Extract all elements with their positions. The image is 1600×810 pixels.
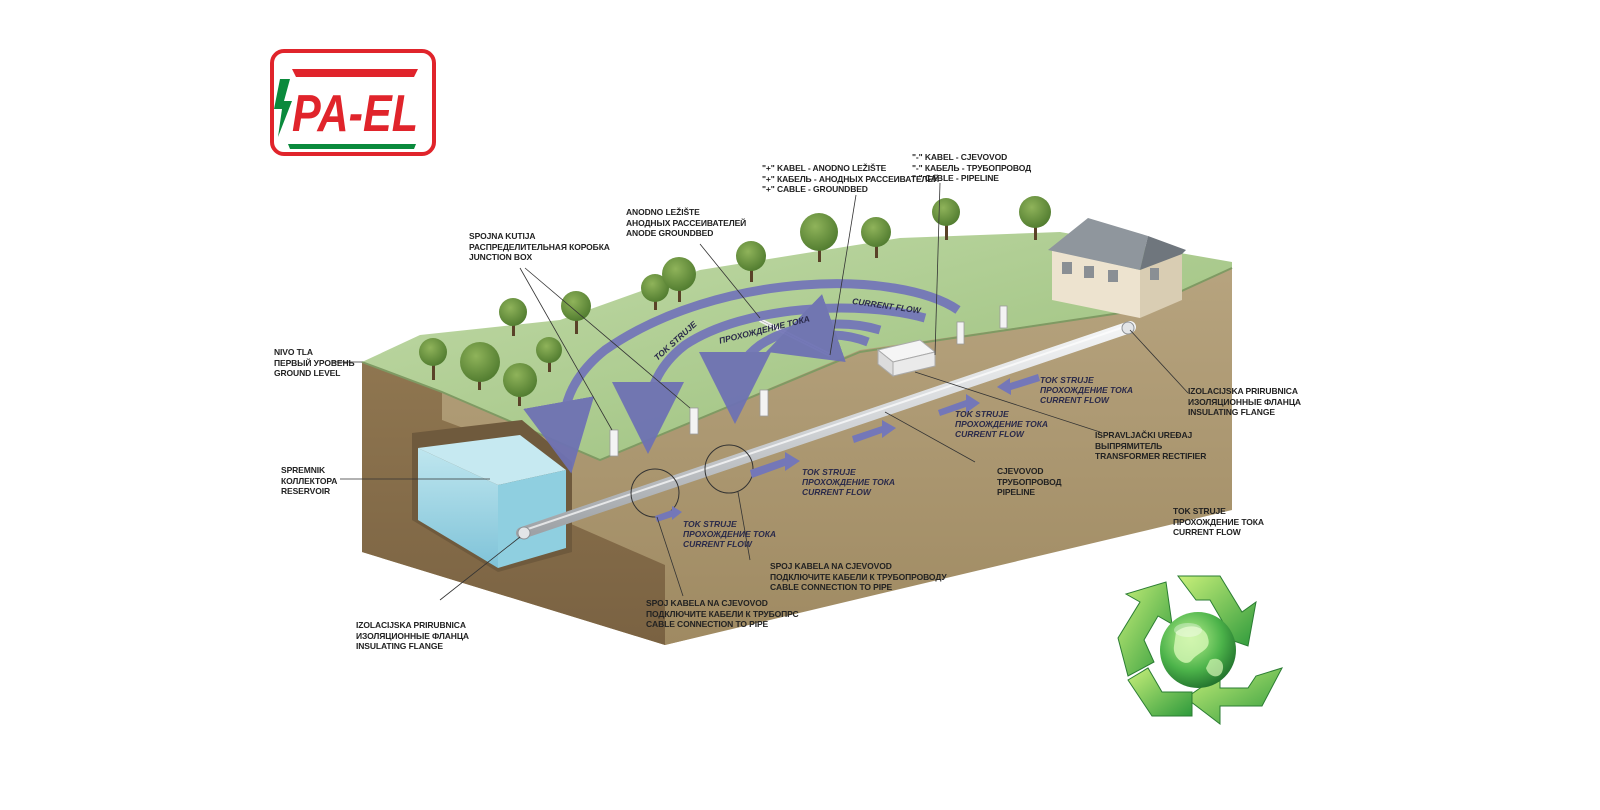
label-plus-cable: "+" KABEL - ANODNO LEŽIŠTE"+" КАБЕЛЬ - А… xyxy=(762,163,939,194)
leader-lines xyxy=(332,182,1189,601)
logo-text: PA-EL xyxy=(292,85,418,143)
pipeline-pipe xyxy=(516,321,1136,539)
pa-el-logo: PA-EL xyxy=(270,49,436,156)
cable-connection-circle-1 xyxy=(630,468,680,518)
insulating-flange-left-mark xyxy=(517,526,531,540)
pipe-current-arrows xyxy=(655,374,1040,522)
house-building xyxy=(1048,218,1186,318)
recycle-globe-icon xyxy=(1117,575,1284,726)
label-minus-cable: "-" KABEL - CJEVOVOD"-" КАБЕЛЬ - ТРУБОПР… xyxy=(912,152,1032,183)
reservoir-water-side xyxy=(498,470,566,568)
reservoir-water-front xyxy=(418,448,498,568)
current-flow-arcs xyxy=(523,279,961,474)
